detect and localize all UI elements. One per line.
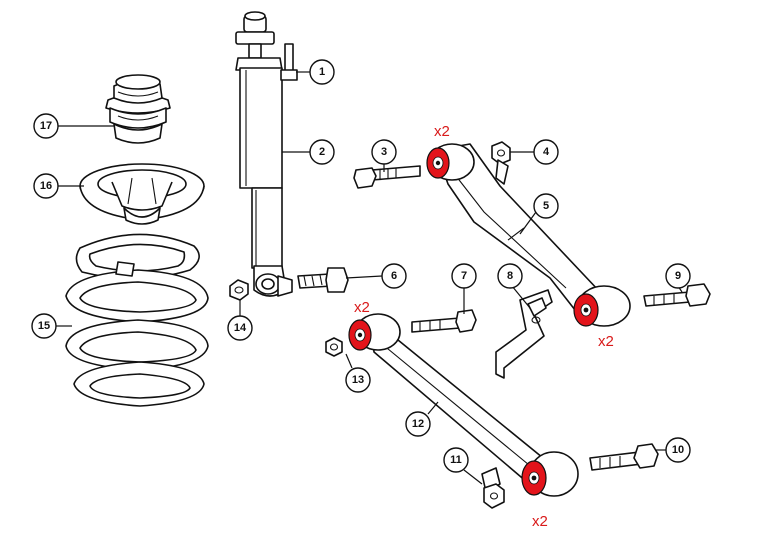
callout-15: 15: [31, 313, 57, 339]
svg-text:12: 12: [412, 418, 424, 430]
svg-text:17: 17: [40, 120, 52, 132]
mounting-bracket: [495, 289, 553, 379]
lower-arm-front-nut: [325, 337, 343, 357]
qty-upper-front: x2: [434, 123, 450, 140]
callout-9: 9: [665, 263, 691, 289]
upper-arm-rear-bolt: [643, 283, 711, 307]
callout-2: 2: [309, 139, 335, 165]
svg-text:4: 4: [543, 146, 550, 158]
shock-upper-bolt: [280, 43, 298, 81]
svg-text:16: 16: [40, 180, 52, 192]
shock-lower-nut: [229, 279, 249, 301]
upper-arm-front-bolt: [353, 165, 421, 189]
svg-text:11: 11: [450, 454, 462, 466]
callout-4: 4: [533, 139, 559, 165]
callout-14: 14: [227, 315, 253, 341]
lower-arm-rear-nut: [481, 467, 505, 509]
svg-text:2: 2: [319, 146, 325, 158]
callout-13: 13: [345, 367, 371, 393]
svg-text:5: 5: [543, 200, 549, 212]
svg-text:15: 15: [38, 320, 50, 332]
svg-text:8: 8: [507, 270, 513, 282]
callout-7: 7: [451, 263, 477, 289]
svg-text:10: 10: [672, 444, 684, 456]
lower-arm-front-bushing: [348, 319, 372, 351]
callout-3: 3: [371, 139, 397, 165]
jounce-bumper: [105, 74, 171, 144]
callout-5: 5: [533, 193, 559, 219]
svg-text:13: 13: [352, 374, 364, 386]
upper-arm-nut: [491, 141, 511, 185]
callout-17: 17: [33, 113, 59, 139]
callout-1: 1: [309, 59, 335, 85]
svg-text:3: 3: [381, 146, 387, 158]
lower-arm-rear-bushing: [521, 460, 547, 496]
callout-10: 10: [665, 437, 691, 463]
callout-11: 11: [443, 447, 469, 473]
leader-lines: [56, 71, 683, 485]
svg-text:6: 6: [391, 270, 397, 282]
upper-arm-front-bushing: [426, 147, 450, 179]
callout-6: 6: [381, 263, 407, 289]
qty-lower-rear: x2: [532, 513, 548, 530]
coil-spring: [65, 233, 209, 407]
upper-arm-rear-bushing: [573, 293, 599, 327]
callout-16: 16: [33, 173, 59, 199]
lower-arm-front-bolt: [411, 309, 477, 333]
qty-lower-front: x2: [354, 299, 370, 316]
shock-absorber: [235, 11, 293, 297]
callout-8: 8: [497, 263, 523, 289]
spring-isolator: [79, 163, 205, 225]
lower-arm-rear-bolt: [589, 443, 659, 471]
callout-12: 12: [405, 411, 431, 437]
shock-lower-bolt: [297, 267, 349, 293]
svg-text:14: 14: [234, 322, 247, 334]
qty-upper-rear: x2: [598, 333, 614, 350]
svg-text:7: 7: [461, 270, 467, 282]
svg-text:1: 1: [319, 66, 325, 78]
svg-text:9: 9: [675, 270, 681, 282]
